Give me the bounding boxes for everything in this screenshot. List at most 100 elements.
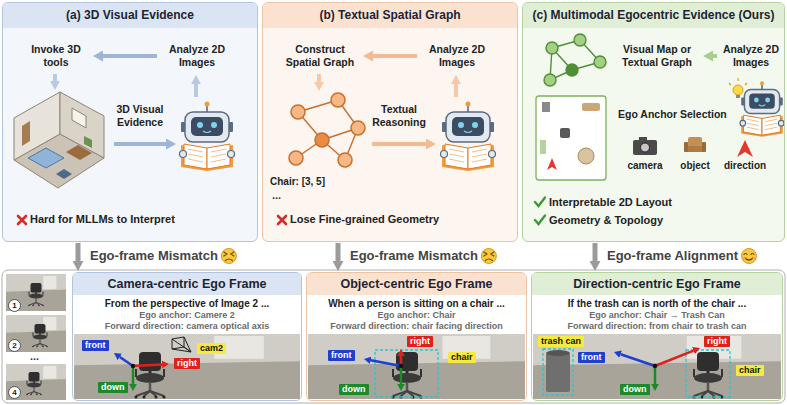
chair-wheel xyxy=(36,346,38,348)
chair-leg xyxy=(29,303,36,306)
photo-wall xyxy=(533,334,781,399)
direction-icon xyxy=(737,140,753,157)
graph-node xyxy=(338,153,352,167)
anchor-tag: trash can xyxy=(538,336,584,347)
chair-wheel xyxy=(32,305,34,307)
step-label: Ego Anchor Selection xyxy=(618,108,727,121)
camera-frustum xyxy=(184,337,191,352)
emoji-mouth xyxy=(745,258,753,260)
chair-pole xyxy=(35,298,36,303)
process-box: Invoke 3D tools xyxy=(21,41,91,71)
frame-title: Camera-centric Ego Frame xyxy=(73,273,301,295)
chair-leg xyxy=(33,344,40,347)
chair-seat xyxy=(27,383,41,388)
book-line xyxy=(211,159,226,162)
graph-node xyxy=(594,56,606,68)
connector xyxy=(103,54,157,58)
box-label: Visual Map or Textual Graph xyxy=(613,41,701,71)
robot-head xyxy=(446,112,490,142)
book-page xyxy=(184,144,207,169)
process-box: Analyze 2D Images xyxy=(719,41,783,71)
book-cover xyxy=(741,116,783,137)
chair-back xyxy=(29,372,40,382)
photo-wall xyxy=(6,364,66,400)
graph-node xyxy=(566,64,578,76)
room-table xyxy=(66,145,92,160)
robot-eye xyxy=(754,98,759,103)
chair-back xyxy=(31,283,42,293)
callout-number: 1 xyxy=(8,299,21,312)
book-cover xyxy=(181,145,233,171)
flow-arrow xyxy=(372,142,426,146)
chair-wheel xyxy=(143,396,146,399)
camera-icon xyxy=(633,140,657,155)
robot-antenna-tip xyxy=(466,102,471,107)
chair-arm xyxy=(33,333,34,337)
process-box: Construct Spatial Graph xyxy=(279,41,361,71)
photo-wall xyxy=(6,315,66,352)
arrow-label: 3D Visual Evidence xyxy=(109,103,171,129)
robot-hand xyxy=(489,151,496,158)
chair-arm xyxy=(392,369,394,377)
photo xyxy=(533,334,781,399)
emoji-eye xyxy=(484,252,487,256)
callout-number: 2 xyxy=(8,339,21,352)
connector xyxy=(373,54,417,58)
emoji-mouth xyxy=(485,259,492,261)
map-sofa xyxy=(582,103,600,111)
map-plant xyxy=(540,140,546,154)
down-axis xyxy=(400,366,403,384)
object-icon xyxy=(702,142,706,152)
down-axis xyxy=(654,366,657,384)
layout-map xyxy=(536,96,606,180)
axis-tag: front xyxy=(328,350,355,361)
chair-leg xyxy=(36,303,43,306)
photo-wall xyxy=(74,334,300,399)
idea-ray xyxy=(737,78,738,81)
flow-arrow xyxy=(53,74,57,81)
trash-can xyxy=(546,353,570,392)
photo-board xyxy=(43,276,56,289)
chair-wheel xyxy=(46,346,48,348)
chair-seat xyxy=(393,373,421,383)
object-icon xyxy=(684,142,688,152)
connector xyxy=(593,243,598,261)
graph-node xyxy=(574,34,586,46)
camera-lens xyxy=(641,143,650,152)
robot-icon xyxy=(740,81,784,137)
photo-floor xyxy=(6,331,66,352)
chair-leg xyxy=(37,344,40,347)
bottom-frame xyxy=(2,270,785,403)
room-bed xyxy=(28,148,64,168)
box-label: Construct Spatial Graph xyxy=(279,41,361,71)
photo-floor xyxy=(6,379,66,400)
box-label: Analyze 2D Images xyxy=(719,41,783,71)
frame-title: Direction-centric Ego Frame xyxy=(532,273,782,295)
map-direction xyxy=(547,158,557,170)
bounding-box xyxy=(375,350,438,397)
robot-face xyxy=(749,94,775,109)
chair-back xyxy=(35,324,46,334)
panel-ground xyxy=(2,2,258,242)
chair-wheel xyxy=(28,305,30,307)
front-axis xyxy=(371,360,401,366)
book-line xyxy=(765,127,777,129)
book-line xyxy=(211,149,226,152)
robot-hand xyxy=(228,151,235,158)
chair-leg xyxy=(708,391,722,396)
box-label: Invoke 3D tools xyxy=(21,41,91,71)
chair-leg xyxy=(27,392,34,395)
anchor-tag: chair xyxy=(448,352,476,363)
right-axis xyxy=(655,351,694,366)
icon-label: direction xyxy=(724,160,766,172)
anchor-tag: chair xyxy=(736,365,764,376)
robot-eye xyxy=(765,98,770,103)
robot-eye xyxy=(211,122,217,128)
photo-wall xyxy=(308,334,525,399)
photo xyxy=(6,274,66,311)
emoji-face xyxy=(221,249,236,264)
down-axis xyxy=(132,366,135,384)
graph-node xyxy=(544,74,556,86)
